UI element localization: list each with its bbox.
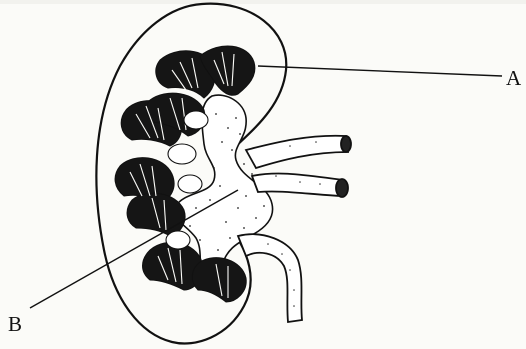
renal-vessels xyxy=(246,136,351,197)
label-a: A xyxy=(506,68,521,89)
label-b: B xyxy=(8,314,22,335)
ureter xyxy=(238,234,302,322)
label-a-leader xyxy=(258,66,502,76)
renal-artery xyxy=(246,136,348,168)
